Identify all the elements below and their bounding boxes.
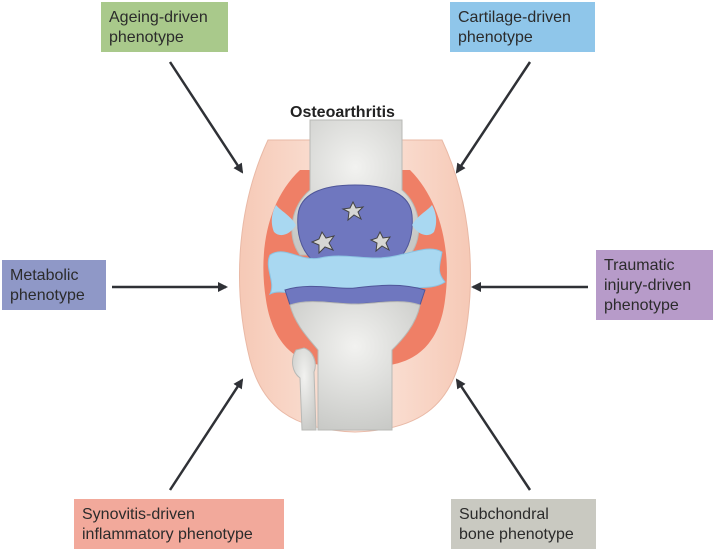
arrow-subchondral (455, 378, 532, 491)
cartilage-phenotype-box: Cartilage-driven phenotype (450, 2, 595, 52)
osteophyte-star-3 (369, 230, 392, 253)
osteophyte-star-1 (341, 200, 365, 222)
synovial-fluid-top-left (271, 205, 296, 236)
osteophyte-star-2 (310, 230, 336, 255)
subchondral-phenotype-box: Subchondral bone phenotype (451, 499, 596, 549)
diagram-title: Osteoarthritis (290, 104, 395, 121)
synovial-fluid-top-right (412, 205, 437, 236)
arrow-ageing (168, 61, 244, 174)
arrow-cartilage (455, 61, 532, 174)
metabolic-phenotype-box: Metabolic phenotype (2, 260, 106, 310)
tibia-bone (289, 301, 421, 431)
traumatic-phenotype-box: Traumatic injury-driven phenotype (596, 250, 713, 320)
femoral-cartilage (297, 184, 413, 263)
synovial-fluid (267, 248, 446, 296)
arrow-synovitis (168, 378, 244, 491)
synovitis-phenotype-box: Synovitis-driven inflammatory phenotype (74, 499, 284, 549)
ageing-phenotype-box: Ageing-driven phenotype (101, 2, 228, 52)
fibula-bone (292, 347, 317, 431)
